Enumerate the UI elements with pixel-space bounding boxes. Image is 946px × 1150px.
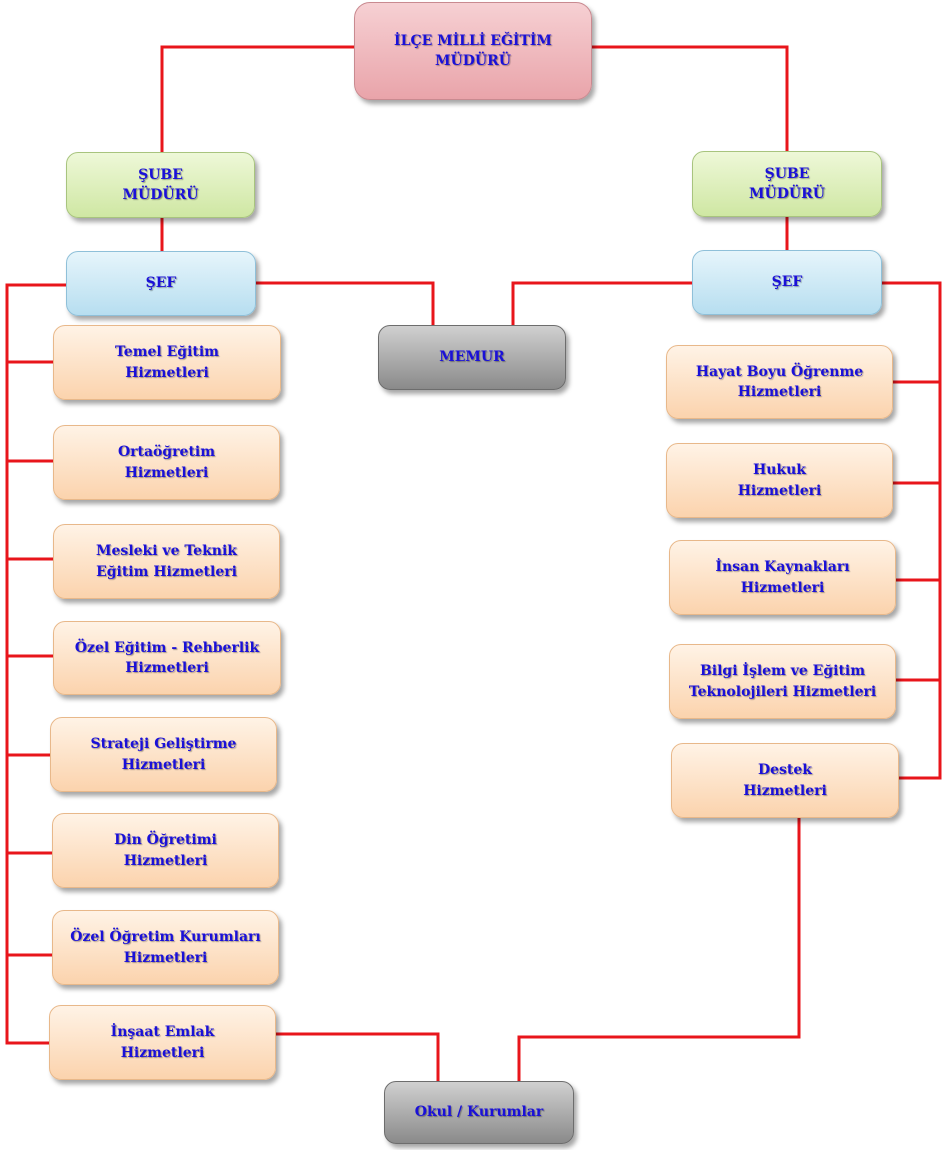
connector-right-institutions [517,815,801,1081]
right-manager-box: ŞUBE MÜDÜRÜ [692,151,882,217]
connector-left-bus [5,283,66,1045]
left-service-3: Mesleki ve Teknik Eğitim Hizmetleri [53,524,280,599]
left-service-8: İnşaat Emlak Hizmetleri [49,1005,276,1080]
left-manager-box: ŞUBE MÜDÜRÜ [66,152,255,218]
connector-director-left [160,45,355,152]
right-service-4: Bilgi İşlem ve Eğitim Teknolojileri Hizm… [669,644,896,719]
right-service-5: Destek Hizmetleri [671,743,899,818]
connector-right-chief-memur [511,281,692,325]
left-service-7-label: Özel Öğretim Kurumları Hizmetleri [70,929,261,966]
institutions-label: Okul / Kurumlar [414,1104,544,1121]
left-service-1: Temel Eğitim Hizmetleri [53,325,281,400]
left-chief-box: ŞEF [66,251,256,316]
right-manager-label: ŞUBE MÜDÜRÜ [749,165,825,202]
connector-left-chief-memur [256,281,435,325]
right-chief-box: ŞEF [692,250,882,315]
right-service-2-label: Hukuk Hizmetleri [737,462,822,499]
left-chief-label: ŞEF [145,275,177,292]
director-label: İLÇE MİLLİ EĞİTİM MÜDÜRÜ [394,32,552,69]
left-service-4-label: Özel Eğitim - Rehberlik Hizmetleri [74,639,260,676]
right-service-3-label: İnsan Kaynakları Hizmetleri [715,559,850,596]
left-service-7: Özel Öğretim Kurumları Hizmetleri [52,910,279,985]
left-service-5-label: Strateji Geliştirme Hizmetleri [90,736,237,773]
director-box: İLÇE MİLLİ EĞİTİM MÜDÜRÜ [354,2,592,100]
connector-right-bus [882,281,942,780]
left-service-6-label: Din Öğretimi Hizmetleri [114,832,217,869]
left-service-6: Din Öğretimi Hizmetleri [52,813,279,888]
right-service-3: İnsan Kaynakları Hizmetleri [669,540,896,615]
left-service-2: Ortaöğretim Hizmetleri [53,425,280,500]
right-service-4-label: Bilgi İşlem ve Eğitim Teknolojileri Hizm… [688,663,877,700]
right-service-5-label: Destek Hizmetleri [743,762,827,799]
left-service-5: Strateji Geliştirme Hizmetleri [50,717,277,792]
left-service-3-label: Mesleki ve Teknik Eğitim Hizmetleri [96,543,237,580]
right-service-1: Hayat Boyu Öğrenme Hizmetleri [666,345,893,419]
connector-left-institutions [276,1032,440,1081]
right-service-1-label: Hayat Boyu Öğrenme Hizmetleri [695,363,864,400]
left-service-2-label: Ortaöğretim Hizmetleri [117,444,216,481]
right-service-2: Hukuk Hizmetleri [666,443,893,518]
left-service-8-label: İnşaat Emlak Hizmetleri [110,1024,215,1061]
left-service-1-label: Temel Eğitim Hizmetleri [114,344,219,381]
left-service-4: Özel Eğitim - Rehberlik Hizmetleri [53,621,281,695]
left-manager-label: ŞUBE MÜDÜRÜ [122,166,199,203]
institutions-box: Okul / Kurumlar [384,1081,574,1144]
memur-label: MEMUR [439,349,505,366]
connector-director-right [592,45,789,152]
memur-box: MEMUR [378,325,566,390]
right-chief-label: ŞEF [771,274,803,291]
